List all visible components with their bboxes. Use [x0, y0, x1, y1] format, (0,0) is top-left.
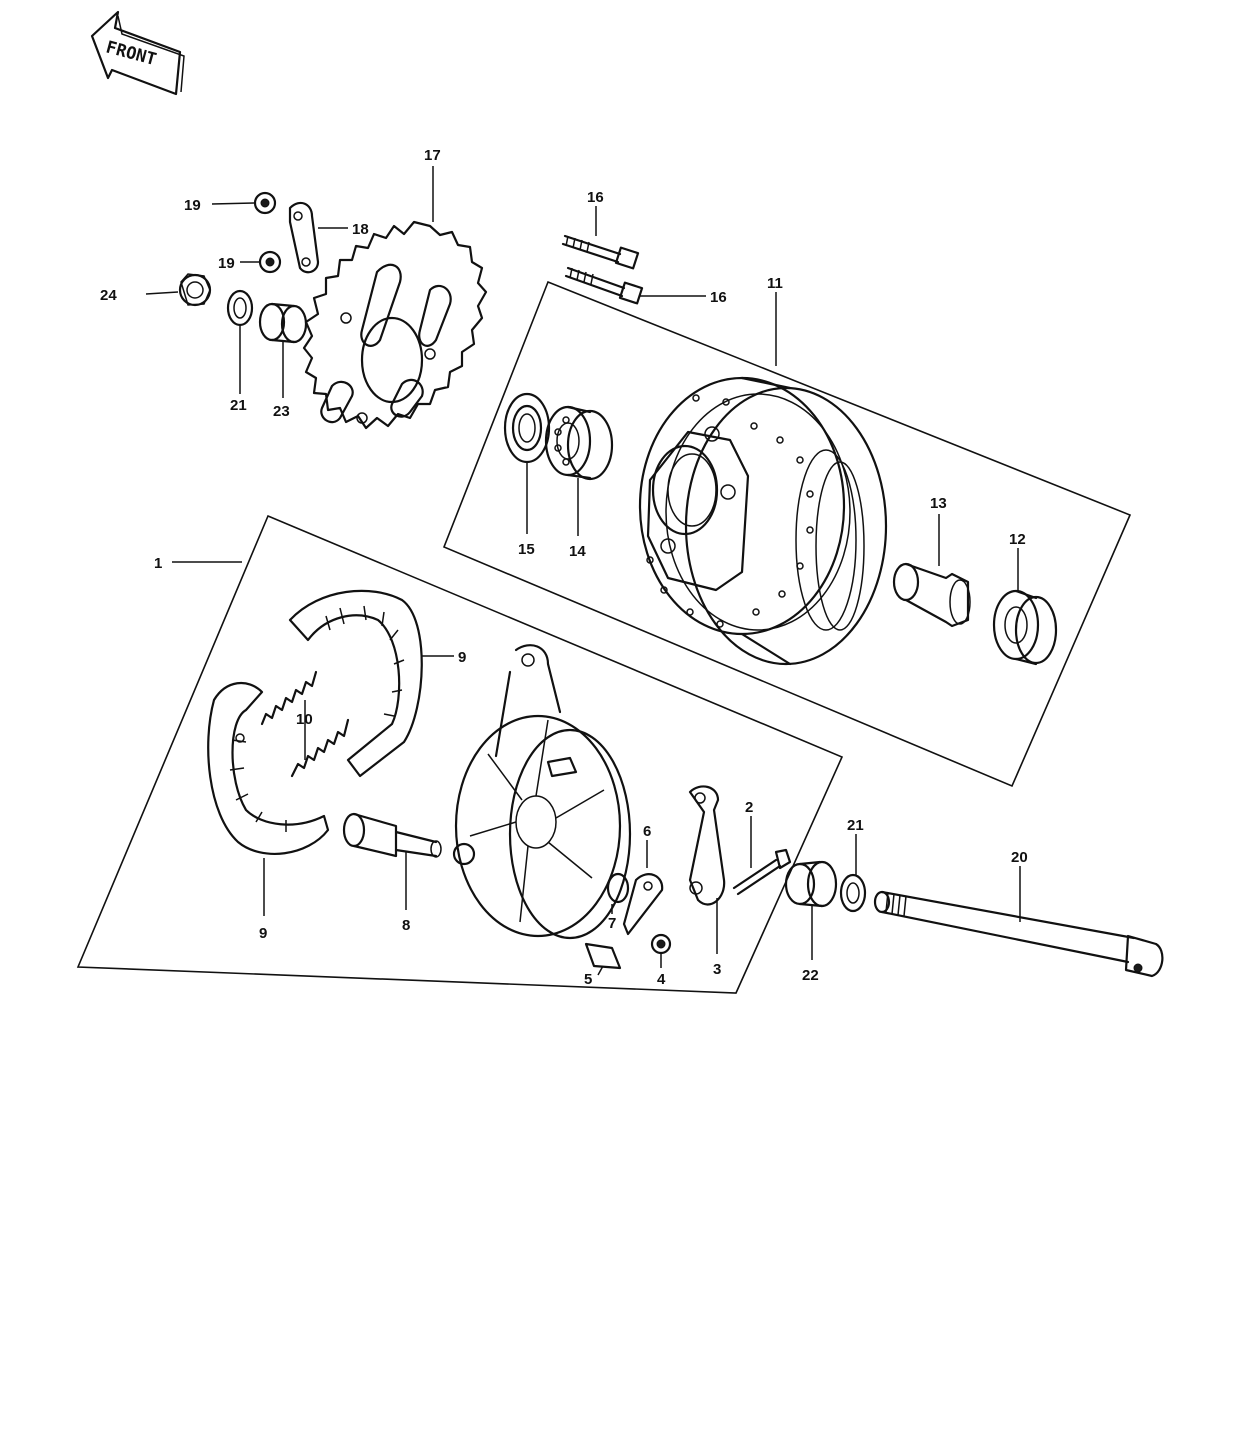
sprocket-bolt-lower-part: [564, 266, 644, 305]
wear-indicator-part: [622, 873, 664, 936]
callout-19-upper: 19: [184, 197, 201, 214]
cam-lever-nut-part: [650, 933, 672, 955]
front-label: FRONT: [104, 37, 159, 70]
brake-shoe-lower-part: [207, 681, 330, 855]
callout-13: 13: [930, 495, 947, 512]
callout-20: 20: [1011, 849, 1028, 866]
callout-19-lower: 19: [218, 255, 235, 272]
callout-23: 23: [273, 403, 290, 420]
brake-shoe-upper-part: [288, 589, 423, 778]
callout-3: 3: [713, 961, 721, 978]
callout-7: 7: [608, 915, 616, 932]
cam-lever-bolt-part: [732, 848, 792, 896]
brake-shoe-spring-upper-part: [260, 670, 318, 726]
front-direction-arrow: FRONT: [90, 10, 185, 96]
callout-21-left: 21: [230, 397, 247, 414]
sprocket-lock-plate-part: [288, 201, 320, 274]
hub-bearing-left-part: [544, 405, 614, 481]
callout-17: 17: [424, 147, 441, 164]
sprocket-bolt-upper-part: [561, 234, 640, 270]
axle-collar-part: [784, 860, 838, 908]
callout-21-right: 21: [847, 817, 864, 834]
distance-collar-part: [892, 562, 971, 628]
washer-left-part: [226, 289, 254, 327]
rear-axle-part: [873, 890, 1164, 978]
brake-panel-seal-part: [584, 942, 622, 970]
callout-labels: 1 2 3 4 5 6 7 8 9 9 10 11 12 13 14 15 16…: [100, 147, 1028, 988]
callout-12: 12: [1009, 531, 1026, 548]
brake-cam-shaft-part: [342, 812, 442, 858]
axle-nut-part: [178, 273, 212, 307]
brake-cam-lever-part: [688, 785, 726, 906]
sprocket-nut-upper-part: [253, 191, 277, 215]
sprocket-nut-lower-part: [258, 250, 282, 274]
callout-6: 6: [643, 823, 651, 840]
callout-5: 5: [584, 971, 592, 988]
hub-bearing-right-part: [992, 589, 1058, 666]
callout-1: 1: [154, 555, 162, 572]
rear-sprocket-part: [302, 220, 488, 430]
callout-2: 2: [745, 799, 753, 816]
callout-18: 18: [352, 221, 369, 238]
callout-9-lower: 9: [259, 925, 267, 942]
leader-lines: [145, 166, 1021, 976]
callout-24: 24: [100, 287, 117, 304]
cam-o-ring-part: [606, 872, 630, 904]
callout-15: 15: [518, 541, 535, 558]
callout-4: 4: [657, 971, 666, 988]
callout-14: 14: [569, 543, 586, 560]
brake-shoe-spring-lower-part: [290, 718, 350, 778]
brake-panel-assembly-frame: [76, 514, 844, 994]
rear-wheel-hub-part: [638, 376, 888, 666]
callout-16-upper: 16: [587, 189, 604, 206]
callout-9-upper: 9: [458, 649, 466, 666]
hub-assembly-frame: [442, 280, 1132, 788]
callout-10: 10: [296, 711, 313, 728]
oil-seal-part: [503, 392, 551, 464]
callout-16-lower: 16: [710, 289, 727, 306]
spacer-collar-part: [258, 302, 308, 344]
callout-11: 11: [767, 275, 783, 292]
washer-right-part: [839, 873, 867, 913]
brake-panel-part: [452, 644, 632, 940]
callout-8: 8: [402, 917, 410, 934]
callout-22: 22: [802, 967, 819, 984]
